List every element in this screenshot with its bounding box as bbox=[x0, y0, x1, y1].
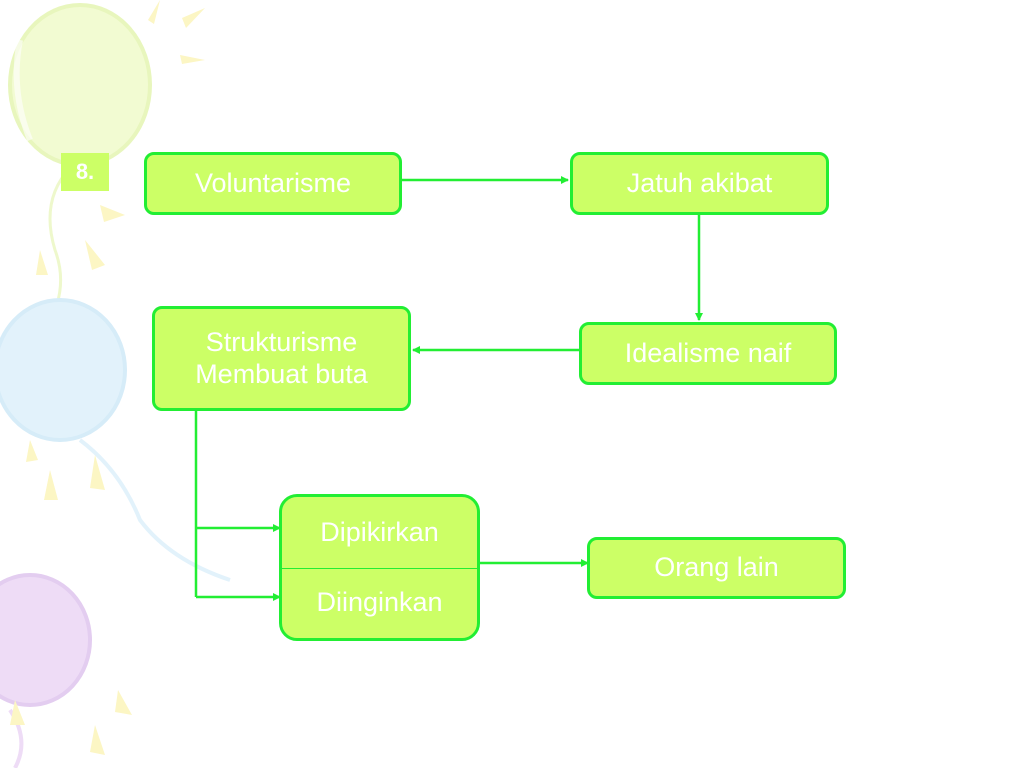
balloon-purple-icon bbox=[0, 573, 92, 768]
node-dipikirkan-diinginkan: Dipikirkan Diinginkan bbox=[279, 494, 480, 641]
node-idealisme-naif: Idealisme naif bbox=[579, 322, 837, 385]
node-orang-lain: Orang lain bbox=[587, 537, 846, 599]
node-strukturisme-line2: Membuat buta bbox=[195, 358, 368, 389]
node-voluntarisme-label: Voluntarisme bbox=[194, 167, 352, 198]
node-jatuh-akibat: Jatuh akibat bbox=[570, 152, 829, 215]
node-orang-lain-label: Orang lain bbox=[654, 552, 779, 583]
node-idealisme-naif-label: Idealisme naif bbox=[624, 337, 792, 368]
node-diinginkan-label: Diinginkan bbox=[316, 587, 443, 618]
balloon-green-icon bbox=[8, 3, 152, 331]
node-voluntarisme: Voluntarisme bbox=[144, 152, 402, 215]
node-jatuh-akibat-label: Jatuh akibat bbox=[626, 167, 773, 198]
node-strukturisme-line1: Strukturisme bbox=[205, 326, 358, 357]
sparkle-rays-icon bbox=[10, 0, 205, 755]
node-strukturisme: Strukturisme Membuat buta bbox=[152, 306, 411, 411]
node-diinginkan: Diinginkan bbox=[282, 568, 477, 639]
node-dipikirkan: Dipikirkan bbox=[282, 497, 477, 569]
slide-number: 8. bbox=[61, 153, 109, 191]
node-dipikirkan-label: Dipikirkan bbox=[320, 516, 439, 547]
